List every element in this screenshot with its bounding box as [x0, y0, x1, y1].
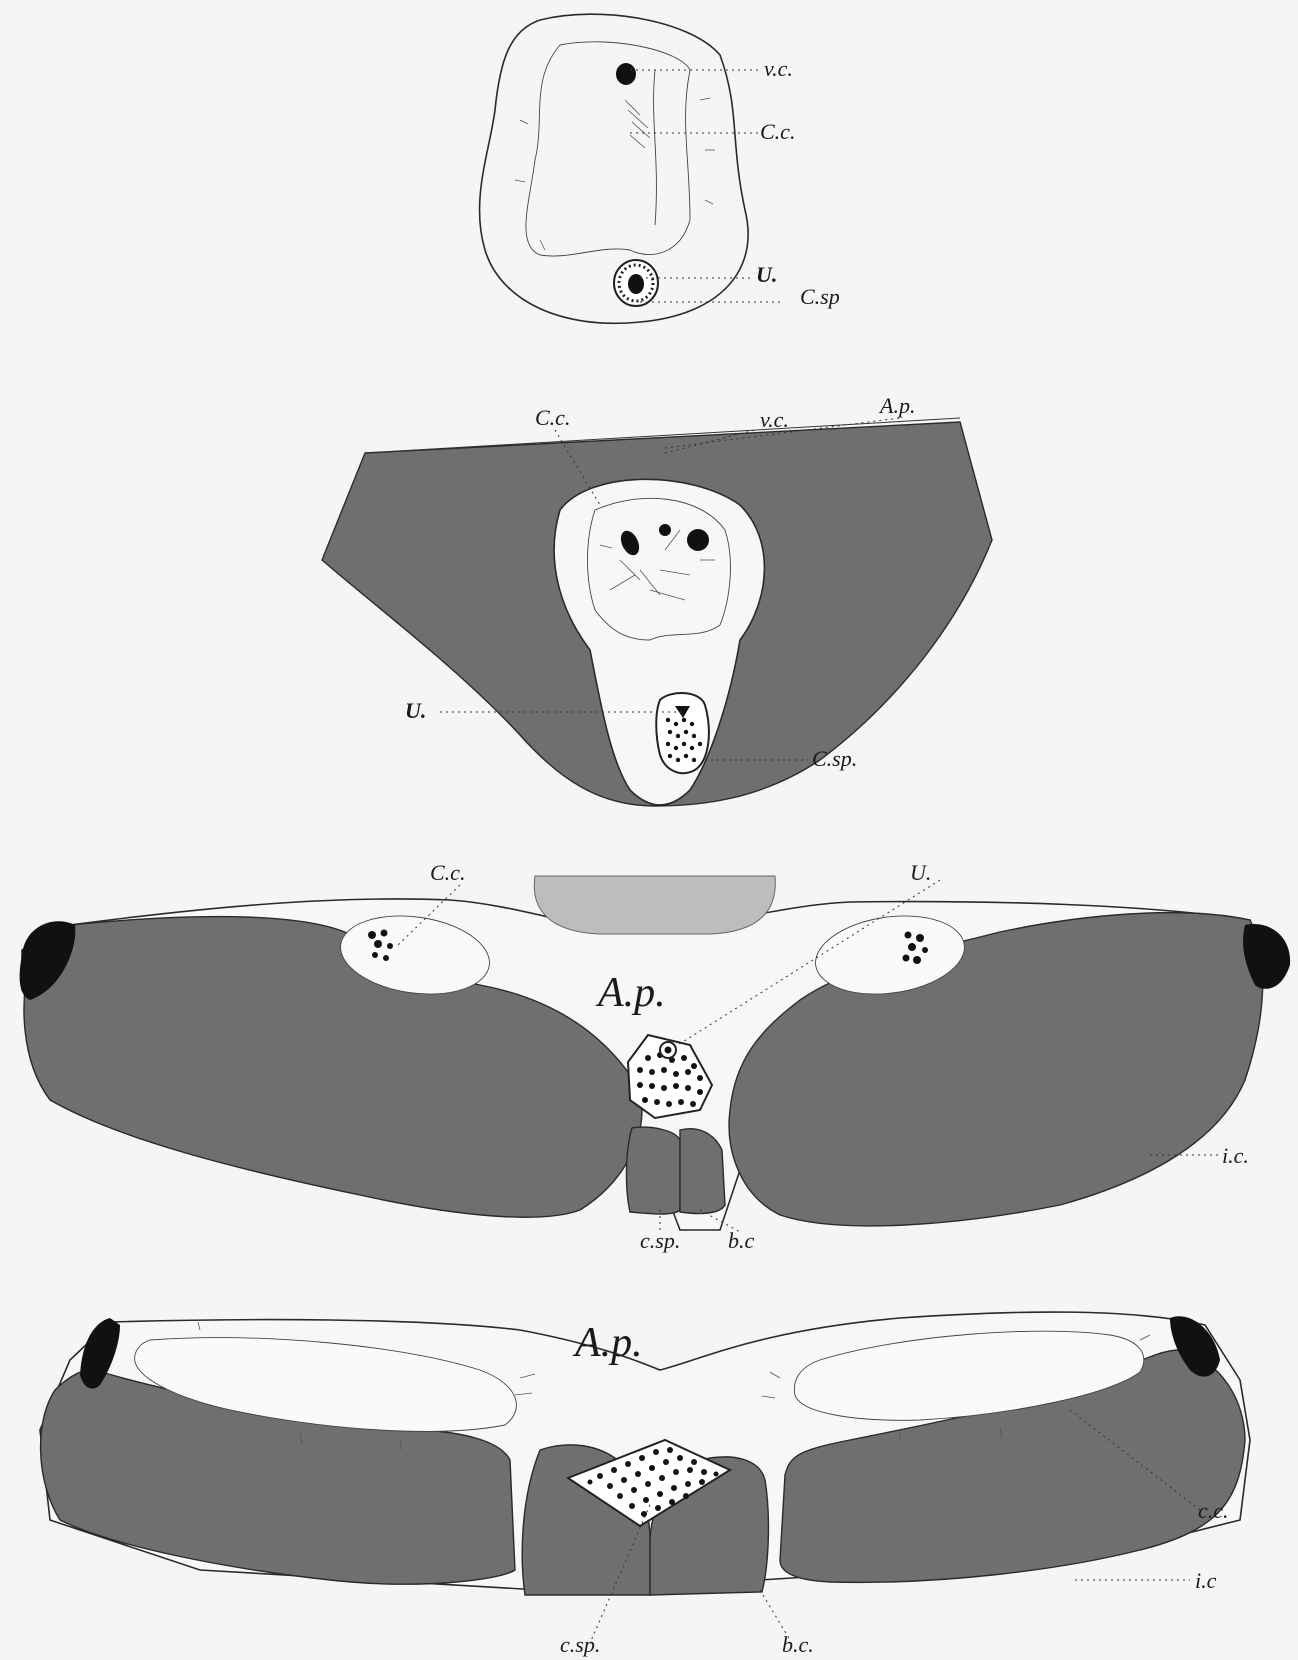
fig4-label-bc: b.c.	[782, 1632, 814, 1657]
figure-3-section: C.c. U. A.p. i.c. c.sp. b.c	[20, 860, 1291, 1253]
figure-1-section: v.c. C.c. U. C.sp	[480, 14, 840, 323]
fig2-label-csp: C.sp.	[812, 746, 857, 771]
fig2-label-u: U.	[405, 698, 426, 723]
fig1-vessel	[616, 63, 636, 85]
figure-4-section: A.p. c.c. i.c c.sp. b.c.	[40, 1312, 1250, 1657]
fig3-stippled-plate	[534, 876, 775, 934]
fig1-label-u: U.	[756, 262, 777, 287]
fig3-label-ic: i.c.	[1222, 1143, 1249, 1168]
fig1-urethra	[628, 274, 644, 294]
fig1-inner-contour	[526, 42, 690, 256]
fig1-label-vc: v.c.	[764, 56, 793, 81]
fig4-label-ic: i.c	[1195, 1568, 1217, 1593]
fig1-label-csp: C.sp	[800, 284, 840, 309]
fig3-left-bulb	[626, 1127, 680, 1214]
fig2-label-vc: v.c.	[760, 407, 789, 432]
fig3-label-bc: b.c	[728, 1228, 755, 1253]
fig3-label-u: U.	[910, 860, 931, 885]
fig4-label-ap: A.p.	[572, 1320, 643, 1366]
fig1-label-cc: C.c.	[760, 119, 795, 144]
fig3-label-cc: C.c.	[430, 860, 465, 885]
figure-2-section: C.c. v.c. A.p. U. C.sp.	[322, 393, 992, 806]
fig3-label-ap: A.p.	[595, 970, 666, 1016]
fig4-label-csp: c.sp.	[560, 1632, 600, 1657]
fig1-central-canal	[654, 70, 657, 225]
fig2-cord-section	[656, 693, 709, 773]
fig2-label-ap: A.p.	[878, 393, 915, 418]
fig3-label-csp: c.sp.	[640, 1228, 680, 1253]
fig2-label-cc: C.c.	[535, 405, 570, 430]
fig4-label-cc: c.c.	[1198, 1498, 1229, 1523]
